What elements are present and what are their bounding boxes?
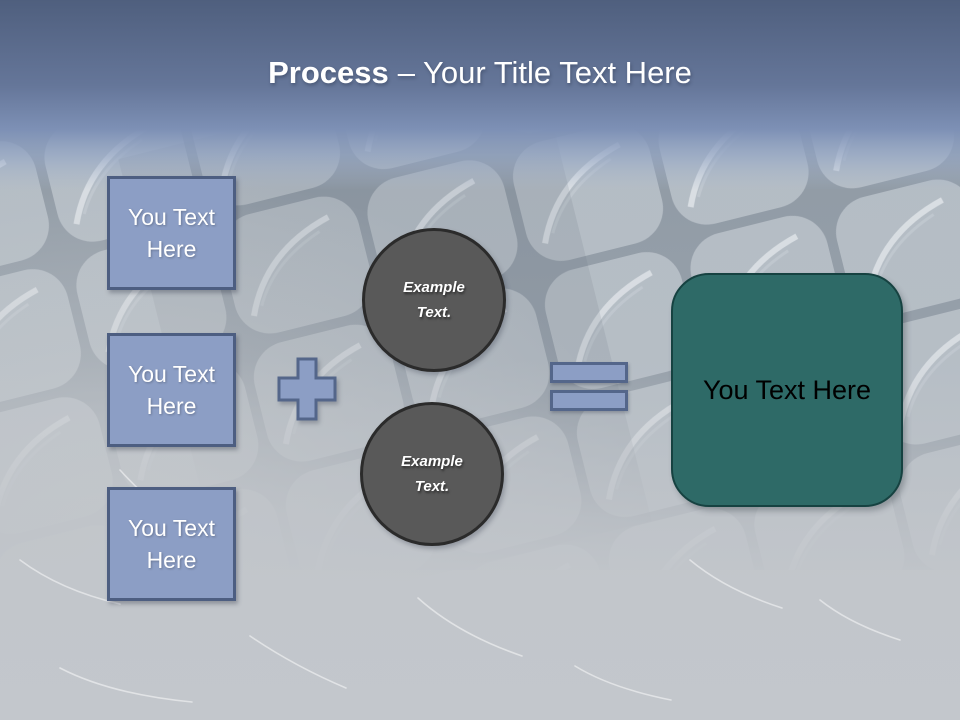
equals-icon [550,362,628,411]
title-subtitle: – Your Title Text Here [397,55,692,90]
plus-icon [277,357,337,421]
equals-bar-bottom [550,390,628,411]
example-circle-2-label: Example Text. [401,453,463,495]
input-box-1: You Text Here [107,176,236,290]
input-box-1-label: You Text Here [128,204,215,262]
equals-bar-top [550,362,628,383]
input-box-3: You Text Here [107,487,236,601]
example-circle-1: Example Text. [362,228,506,372]
example-circle-2: Example Text. [360,402,504,546]
input-box-2: You Text Here [107,333,236,447]
input-box-2-label: You Text Here [128,361,215,419]
result-box-label: You Text Here [702,374,872,405]
title-emphasis: Process [268,55,389,90]
example-circle-1-label: Example Text. [403,279,465,321]
input-box-3-label: You Text Here [128,515,215,573]
slide-title: Process– Your Title Text Here [0,54,960,92]
result-box: You Text Here [671,273,903,507]
